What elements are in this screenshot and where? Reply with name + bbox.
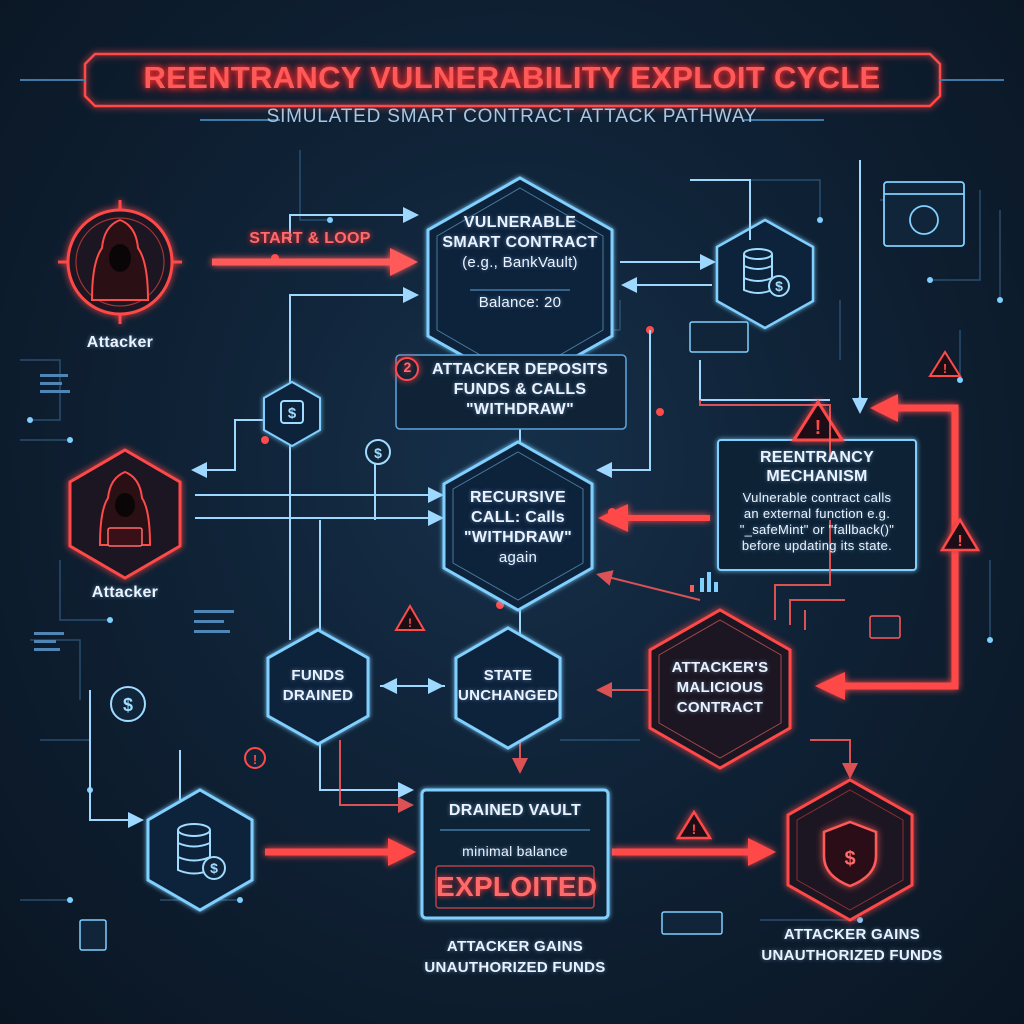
- vulnerable-contract-line2: SMART CONTRACT: [442, 234, 598, 251]
- gains-left-line1: ATTACKER GAINS: [446, 938, 584, 955]
- malicious-contract-text: ATTACKER'S MALICIOUS CONTRACT: [662, 658, 778, 718]
- reentrancy-title1: REENTRANCY: [759, 449, 875, 466]
- chip-icon-small: [79, 321, 901, 951]
- bar-chart-icon: [690, 572, 718, 592]
- warning-icon-right: !: [939, 517, 981, 552]
- dollar-coin-icon: $: [280, 400, 304, 424]
- reentrancy-line1: Vulnerable contract calls: [742, 490, 892, 505]
- cyan-connectors: [89, 160, 868, 828]
- malicious-contract-line1: ATTACKER'S: [671, 659, 769, 676]
- vulnerable-contract-title: VULNERABLE SMART CONTRACT (e.g., BankVau…: [440, 213, 600, 273]
- reentrancy-title2: MECHANISM: [766, 468, 868, 485]
- svg-text:$: $: [374, 445, 382, 461]
- state-unchanged-line2: UNCHANGED: [458, 687, 559, 704]
- step2-text: ATTACKER DEPOSITS FUNDS & CALLS "WITHDRA…: [420, 360, 620, 420]
- funds-drained-hex: [266, 628, 370, 746]
- step2-line3: "WITHDRAW": [466, 401, 574, 418]
- step2-line1: ATTACKER DEPOSITS: [431, 361, 609, 378]
- recursive-call-line2: CALL: Calls: [471, 509, 565, 526]
- svg-text:!: !: [253, 752, 257, 767]
- title-frame: [20, 52, 1004, 121]
- mechanism-to-recursive-arrow: [598, 504, 710, 532]
- warning-icon-top-right: !: [928, 350, 962, 377]
- recursive-call-line1: RECURSIVE: [469, 489, 567, 506]
- svg-text:!: !: [692, 821, 697, 837]
- state-unchanged-hex: [454, 626, 562, 750]
- small-dollar-icon-left: $: [110, 686, 146, 722]
- attacker-top-label: Attacker: [86, 334, 154, 351]
- database-dollar-icon: $: [743, 248, 790, 297]
- hooded-attacker-icon: [90, 218, 150, 301]
- small-warning-icon-center: !: [394, 604, 426, 631]
- svg-text:$: $: [210, 860, 218, 876]
- reentrancy-line2: an external function e.g.: [743, 506, 891, 521]
- dollar-hex-node: [263, 380, 321, 448]
- step2-number: 2: [403, 359, 412, 375]
- page-title: REENTRANCY VULNERABILITY EXPLOIT CYCLE: [143, 60, 881, 95]
- svg-text:$: $: [288, 405, 297, 422]
- text-line-decor: [34, 374, 234, 651]
- bottom-flow-arrows: [265, 838, 776, 866]
- reentrancy-line3: "_safeMint" or "fallback()": [739, 522, 895, 537]
- svg-text:!: !: [957, 533, 962, 550]
- funds-drained-line1: FUNDS: [291, 667, 345, 684]
- small-dollar-icon: $: [365, 439, 391, 465]
- recursive-call-line4: again: [498, 549, 538, 566]
- svg-text:!: !: [943, 361, 947, 376]
- recursive-call-hex: [442, 440, 594, 612]
- reentrancy-mechanism-desc: Vulnerable contract calls an external fu…: [722, 490, 912, 554]
- malicious-contract-line3: CONTRACT: [676, 699, 764, 716]
- vulnerable-contract-line1: VULNERABLE: [463, 214, 577, 231]
- start-loop-label: START & LOOP: [249, 230, 371, 247]
- small-warning-circle-icon: !: [244, 747, 266, 769]
- state-unchanged-line1: STATE: [483, 667, 533, 684]
- gains-left-text: ATTACKER GAINS UNAUTHORIZED FUNDS: [400, 936, 630, 978]
- gains-left-line2: UNAUTHORIZED FUNDS: [424, 959, 606, 976]
- svg-text:$: $: [123, 695, 133, 715]
- state-unchanged-text: STATE UNCHANGED: [458, 666, 558, 706]
- bottom-database-node: [146, 788, 254, 912]
- warning-icon-mechanism: !: [791, 399, 845, 442]
- recursive-call-line3: "WITHDRAW": [464, 529, 572, 546]
- malicious-contract-hex: [648, 608, 792, 770]
- vulnerable-contract-line3: (e.g., BankVault): [462, 254, 578, 271]
- recursive-call-text: RECURSIVE CALL: Calls "WITHDRAW" again: [458, 488, 578, 568]
- database-icon: $: [177, 823, 226, 880]
- svg-text:!: !: [815, 417, 822, 439]
- svg-text:$: $: [775, 278, 783, 294]
- gains-right-text: ATTACKER GAINS UNAUTHORIZED FUNDS: [740, 924, 964, 966]
- exploited-status: EXPLOITED: [436, 871, 598, 902]
- funds-drained-line2: DRAINED: [282, 687, 354, 704]
- reentrancy-mechanism-title: REENTRANCY MECHANISM: [722, 448, 912, 486]
- drained-vault-sub: minimal balance: [462, 843, 568, 859]
- gains-right-line2: UNAUTHORIZED FUNDS: [761, 947, 943, 964]
- drained-vault-box: [420, 788, 610, 920]
- warning-icon-bottom: !: [675, 809, 713, 840]
- drained-vault-title: DRAINED VAULT: [448, 802, 582, 819]
- attacker-mid-label: Attacker: [91, 584, 159, 601]
- svg-text:$: $: [844, 848, 855, 870]
- page-subtitle: SIMULATED SMART CONTRACT ATTACK PATHWAY: [266, 106, 758, 127]
- step2-box: [395, 354, 627, 430]
- malicious-contract-line2: MALICIOUS: [676, 679, 764, 696]
- hooded-attacker-laptop-icon: [98, 470, 152, 547]
- vulnerable-contract-balance: Balance: 20: [478, 294, 562, 311]
- start-loop-arrow: [212, 248, 418, 276]
- vault-database-node: [715, 218, 815, 330]
- step2-line2: FUNDS & CALLS: [453, 381, 587, 398]
- shield-dollar-icon: $: [822, 820, 878, 888]
- svg-text:!: !: [408, 616, 412, 630]
- chip-icon-top-right: [883, 181, 965, 247]
- reentrancy-line4: before updating its state.: [741, 538, 893, 553]
- funds-drained-text: FUNDS DRAINED: [272, 666, 364, 706]
- gains-right-line1: ATTACKER GAINS: [783, 926, 921, 943]
